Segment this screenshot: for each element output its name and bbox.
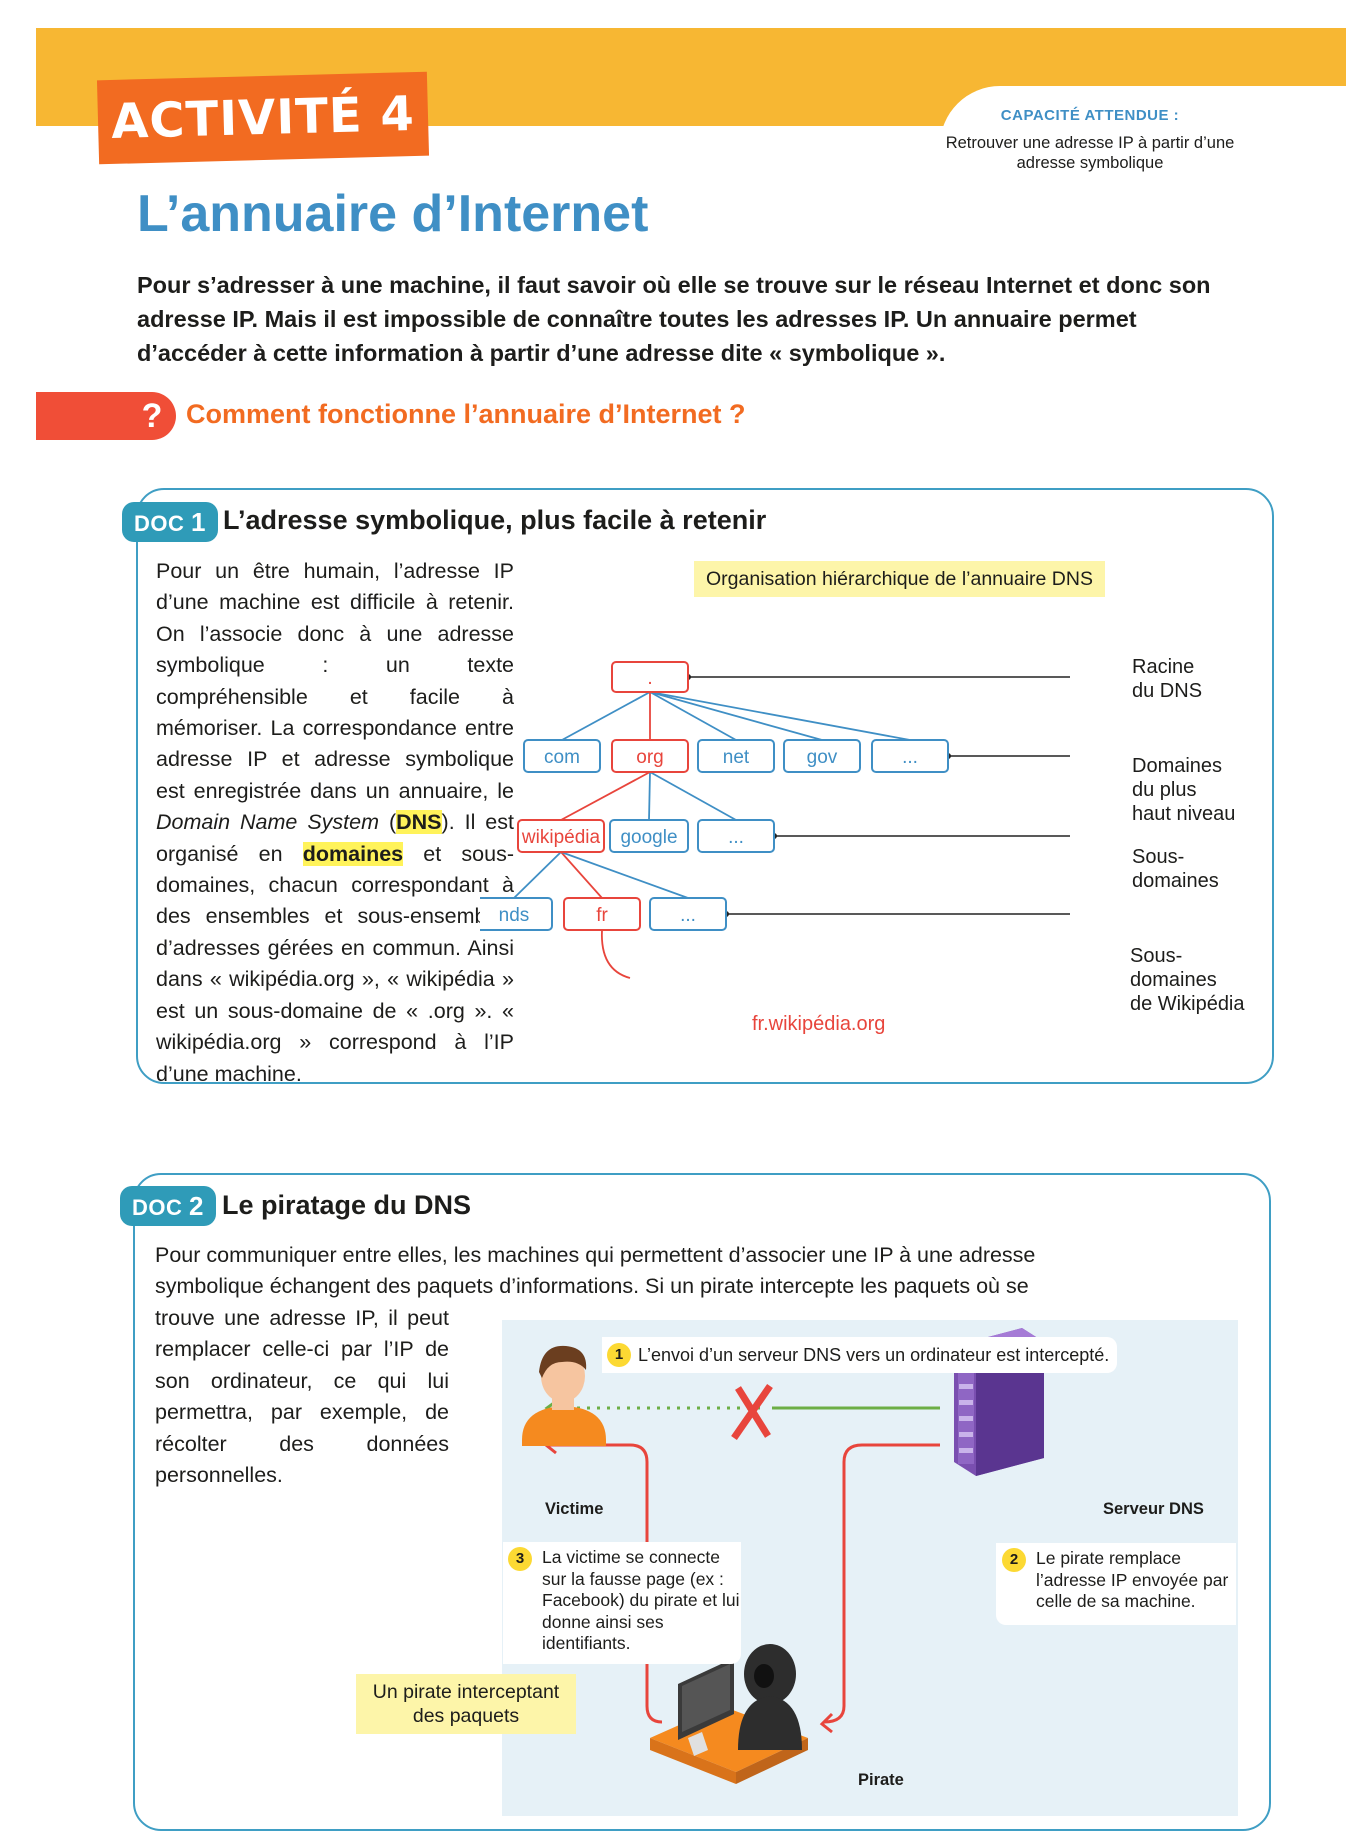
page-title: L’annuaire d’Internet bbox=[137, 185, 649, 243]
tld-node-label: net bbox=[723, 747, 750, 768]
tree-edge bbox=[561, 691, 651, 741]
wiki-subdomain-node: fr bbox=[563, 897, 641, 931]
doc1-text-italic: Domain Name System bbox=[156, 810, 380, 835]
tree-edge bbox=[560, 771, 651, 821]
capacity-title: CAPACITÉ ATTENDUE : bbox=[1000, 107, 1180, 124]
tld-node: org bbox=[611, 739, 689, 773]
pirate-label: Pirate bbox=[858, 1771, 904, 1789]
label-wiki-subdomains: Sous- domaines de Wikipédia bbox=[1130, 945, 1245, 1015]
step1-badge: 1 bbox=[607, 1343, 631, 1367]
doc1-tag-label: DOC bbox=[134, 511, 185, 536]
victim-person-icon bbox=[522, 1345, 606, 1446]
doc1-text-part: ). Il est organisé en bbox=[156, 810, 514, 866]
step3-badge: 3 bbox=[508, 1547, 532, 1571]
arrow-to-pirate-icon bbox=[819, 1712, 834, 1734]
tree-edge bbox=[649, 691, 911, 741]
subdomain-node-label: google bbox=[620, 827, 677, 848]
example-fqdn: fr.wikipédia.org bbox=[752, 1013, 886, 1035]
tld-node: net bbox=[697, 739, 775, 773]
intercept-cross-icon bbox=[731, 1384, 773, 1440]
doc2-text-left: trouve une adresse IP, il peut remplacer… bbox=[155, 1306, 449, 1488]
tree-edge bbox=[649, 691, 823, 741]
tree-edge bbox=[649, 771, 737, 821]
doc2-tag: DOC 2 bbox=[120, 1186, 216, 1226]
question-band bbox=[36, 392, 176, 440]
step2-callout bbox=[996, 1543, 1236, 1625]
wiki-subdomain-node-label: nds bbox=[499, 905, 530, 926]
doc1-tag-number: 1 bbox=[191, 507, 206, 537]
dns-root-node: . bbox=[611, 661, 689, 693]
tree-edge bbox=[513, 851, 562, 899]
hijacked-response-path bbox=[823, 1443, 940, 1724]
step3-text: La victime se connecte sur la fausse pag… bbox=[542, 1547, 740, 1653]
wiki-subdomain-node-label: fr bbox=[596, 905, 608, 926]
label-subdomains: Sous- domaines bbox=[1132, 846, 1219, 892]
highlight-domaines: domaines bbox=[302, 841, 404, 866]
doc2-title: Le piratage du DNS bbox=[222, 1190, 472, 1220]
subdomain-node-label: ... bbox=[728, 827, 744, 848]
tld-node-label: ... bbox=[902, 747, 918, 768]
tld-node-label: com bbox=[544, 747, 580, 768]
doc1-text-part: ( bbox=[379, 810, 397, 835]
doc1-title: L’adresse symbolique, plus facile à rete… bbox=[223, 505, 767, 535]
step2-badge: 2 bbox=[1002, 1548, 1026, 1572]
wiki-subdomain-node: ... bbox=[649, 897, 727, 931]
doc2-tag-number: 2 bbox=[189, 1191, 204, 1221]
label-tld: Domaines du plus haut niveau bbox=[1132, 755, 1236, 825]
doc1-text-part: et sous-domaines, chacun correspondant à… bbox=[156, 841, 514, 1086]
tree-lines bbox=[513, 674, 1070, 979]
label-root: Racine du DNS bbox=[1132, 656, 1203, 702]
highlight-dns: DNS bbox=[396, 810, 442, 835]
capacity-text: Retrouver une adresse IP à partir d’une … bbox=[945, 134, 1235, 172]
doc1-text-part: Pour un être humain, l’adresse IP d’une … bbox=[156, 559, 514, 803]
tree-edge bbox=[648, 771, 651, 821]
illustration-graphics bbox=[522, 1328, 1044, 1784]
dns-diagram-label: Organisation hiérarchique de l’annuaire … bbox=[694, 561, 1105, 597]
subdomain-node: wikipédia bbox=[517, 819, 605, 853]
subdomain-node: ... bbox=[697, 819, 775, 853]
dns-root-node-label: . bbox=[647, 668, 652, 689]
doc1-tag: DOC 1 bbox=[122, 502, 218, 542]
question-text: Comment fonctionne l’annuaire d’Internet… bbox=[186, 399, 746, 429]
pirate-computer-icon bbox=[650, 1644, 808, 1784]
wiki-subdomain-node: nds bbox=[480, 897, 553, 931]
tree-edge bbox=[560, 851, 689, 899]
capacity-panel bbox=[940, 86, 1346, 176]
step3-callout bbox=[503, 1542, 741, 1664]
subdomain-node: google bbox=[609, 819, 689, 853]
dns-server-label: Serveur DNS bbox=[1103, 1500, 1204, 1518]
illustration-caption: Un pirate interceptant des paquets bbox=[356, 1674, 576, 1734]
example-pointer bbox=[601, 929, 631, 979]
tree-edge bbox=[649, 691, 737, 741]
subdomain-node-label: wikipédia bbox=[521, 827, 601, 848]
activity-label: ACTIVITÉ 4 bbox=[96, 71, 430, 165]
tld-node-label: org bbox=[636, 747, 663, 768]
question-icon: ? bbox=[141, 397, 163, 435]
doc1-text: Pour un être humain, l’adresse IP d’une … bbox=[156, 556, 514, 1090]
step2-text: Le pirate remplace l’adresse IP envoyée … bbox=[1036, 1548, 1229, 1611]
fake-page-path bbox=[546, 1443, 663, 1724]
doc2-text-top: Pour communiquer entre elles, les machin… bbox=[155, 1243, 1036, 1299]
tld-node: com bbox=[523, 739, 601, 773]
intro-text: Pour s’adresser à une machine, il faut s… bbox=[137, 272, 1211, 366]
doc2-tag-label: DOC bbox=[132, 1195, 183, 1220]
wiki-subdomain-node-label: ... bbox=[680, 905, 696, 926]
dns-tree-diagram: . com org net gov... wikipédia google... nds fr.… bbox=[480, 661, 1070, 979]
step1-callout: L’envoi d’un serveur DNS vers un ordinat… bbox=[602, 1337, 1118, 1373]
tree-edge bbox=[560, 851, 603, 899]
tld-node-label: gov bbox=[807, 747, 838, 768]
tld-node: gov bbox=[783, 739, 861, 773]
victim-label: Victime bbox=[545, 1500, 604, 1518]
tree-nodes: . com org net gov... wikipédia google... nds fr.… bbox=[480, 661, 949, 931]
tld-node: ... bbox=[871, 739, 949, 773]
